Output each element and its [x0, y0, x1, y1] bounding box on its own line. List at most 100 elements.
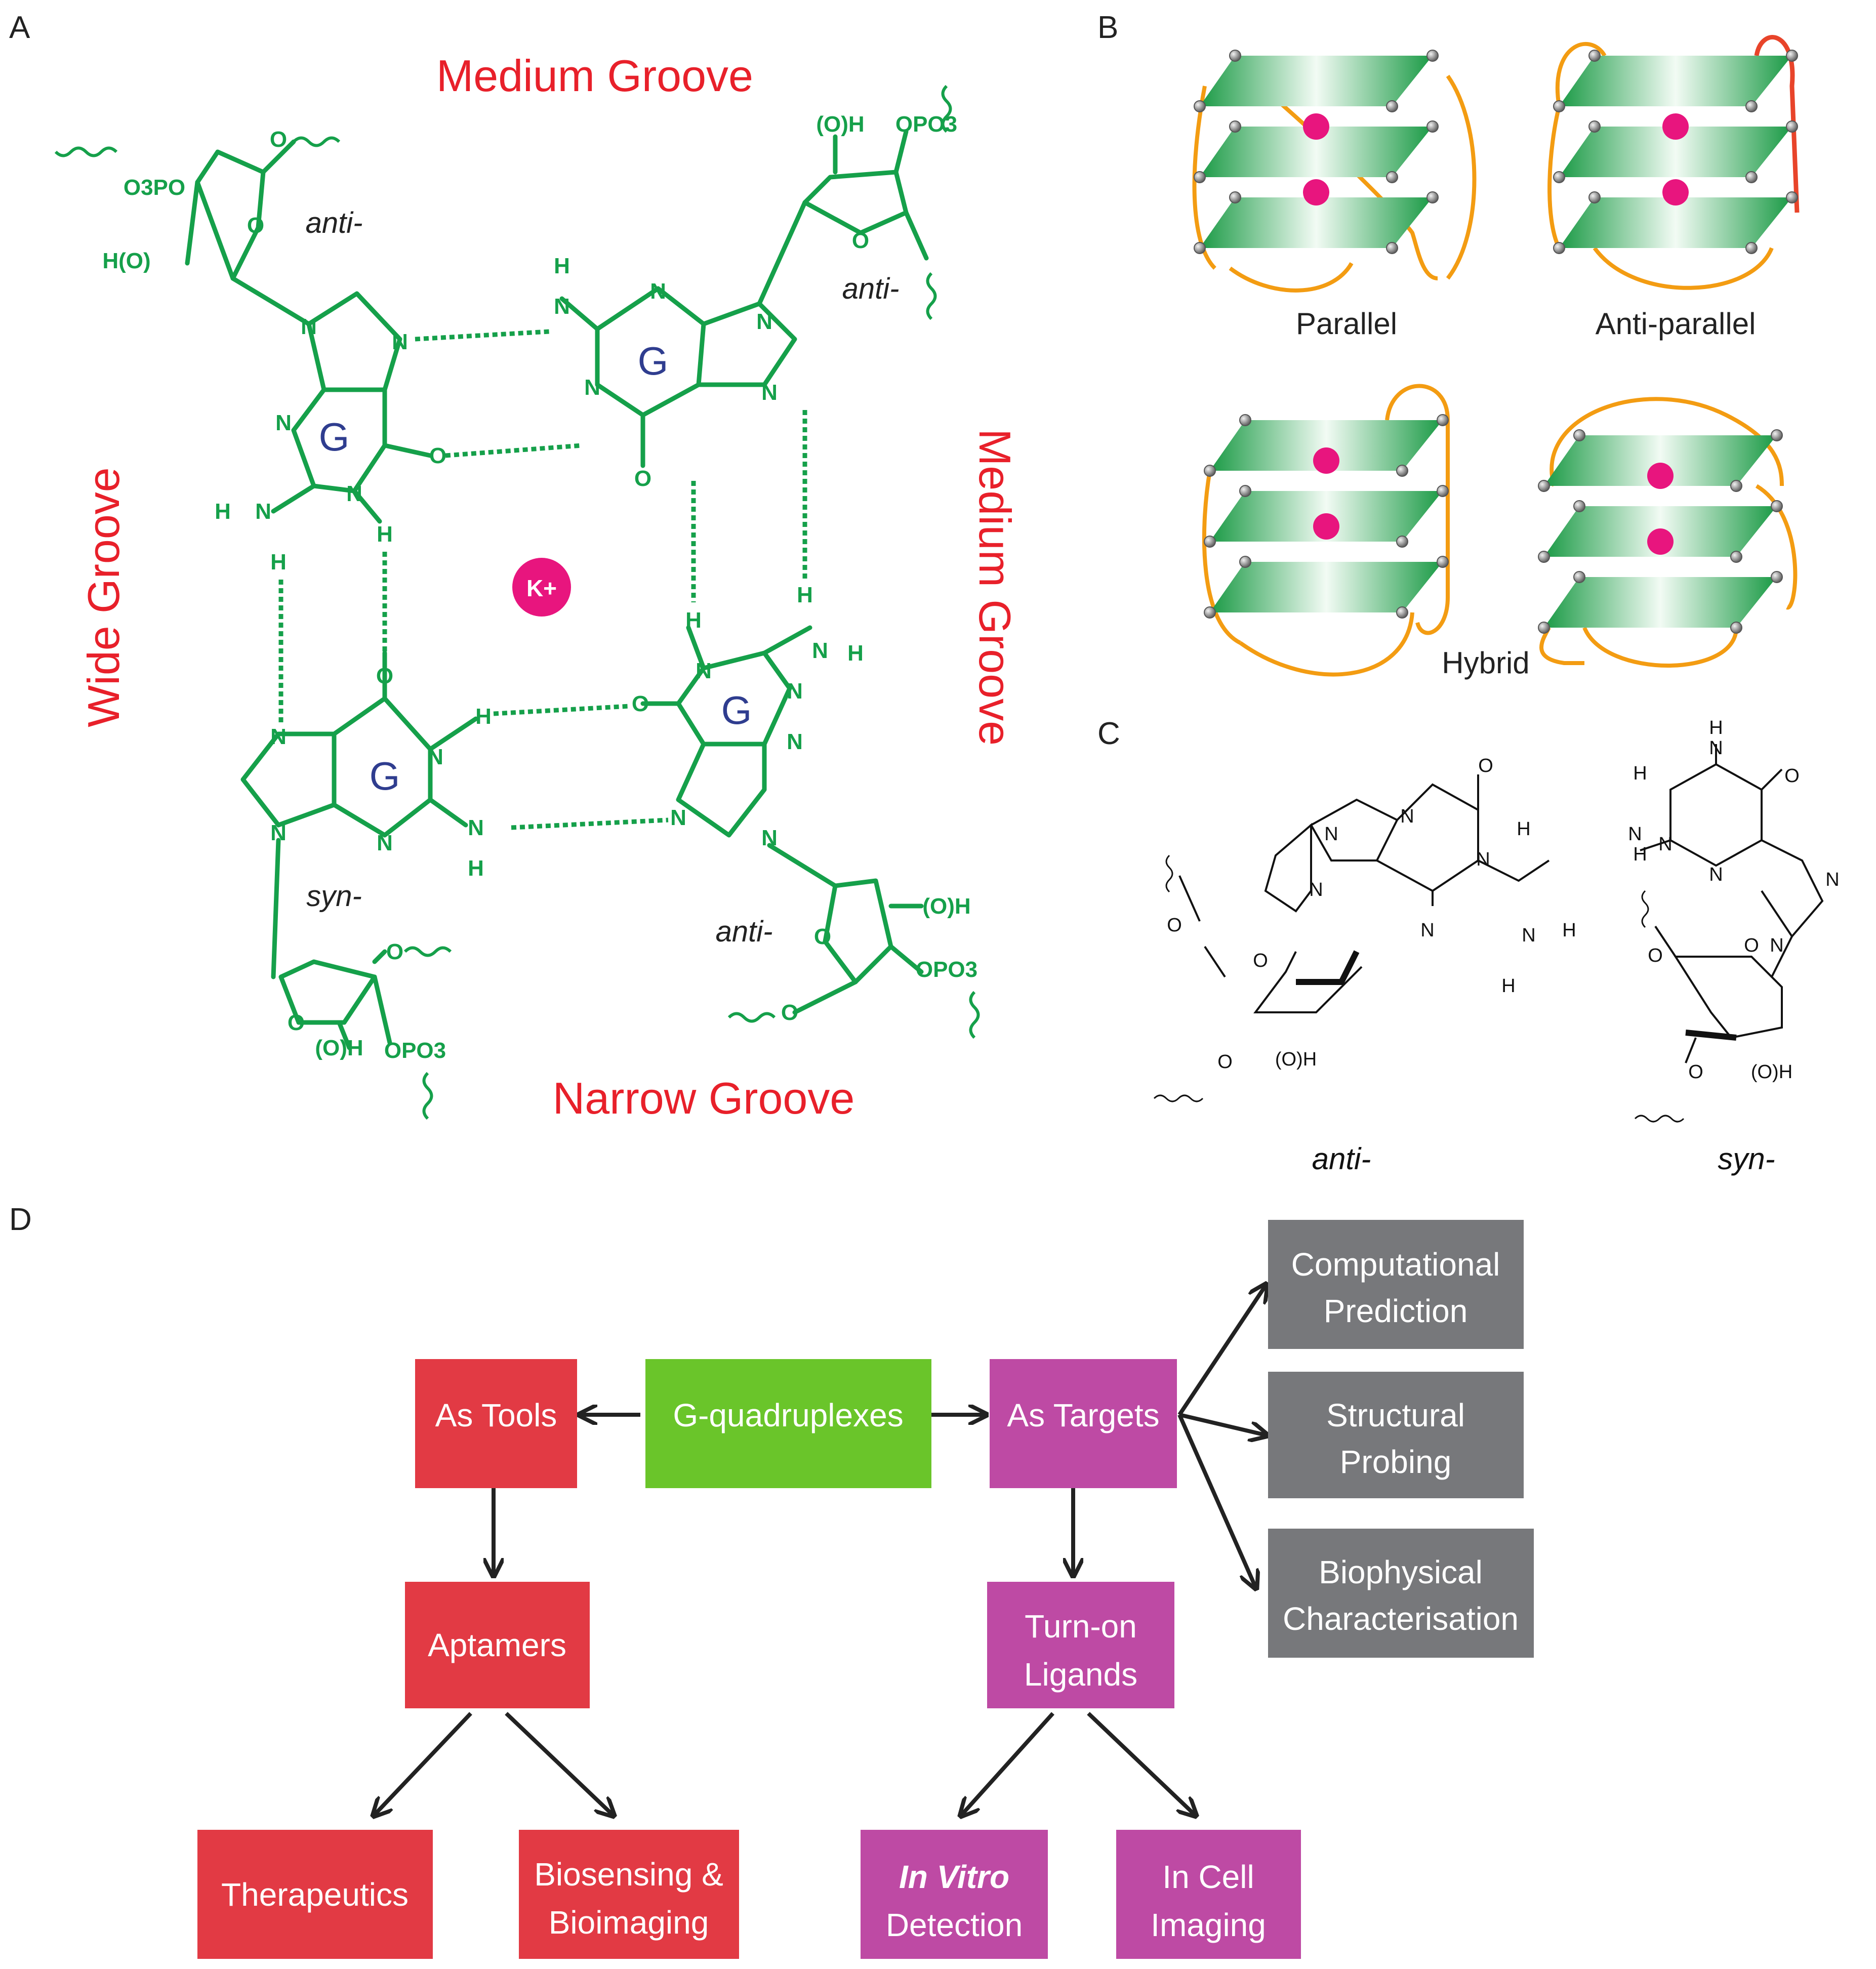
- atom-n: N: [346, 481, 362, 506]
- node-therapeutics-label: Therapeutics: [221, 1876, 409, 1913]
- base-letter-g2: G: [638, 339, 669, 383]
- atom-h: H: [554, 254, 570, 278]
- panel-b-topologies: Parallel Anti-parallel: [1192, 35, 1800, 680]
- atom-o: O: [634, 466, 651, 491]
- atom-o: O: [1648, 945, 1663, 966]
- atom-o: O: [288, 1010, 305, 1035]
- conformation-bottom-left: syn-: [306, 880, 362, 913]
- atom-h: H: [1501, 975, 1515, 997]
- node-computational-prediction: Computational Prediction: [1268, 1220, 1524, 1349]
- atom-n: N: [377, 831, 393, 855]
- atom-n: N: [1420, 920, 1434, 941]
- atom-o: O: [1744, 935, 1759, 956]
- panel-d-flowchart: G-quadruplexes As Tools As Targets Aptam…: [197, 1220, 1534, 1959]
- panel-label-d: D: [9, 1202, 32, 1237]
- node-biosensing: Biosensing & Bioimaging: [519, 1830, 739, 1959]
- atom-o: O: [1784, 765, 1800, 787]
- node-biophysical-label-2: Characterisation: [1283, 1601, 1519, 1637]
- node-aptamers: Aptamers: [405, 1582, 590, 1708]
- panel-c-anti-syn: N N N N N O H N H H O O O (O)H anti-: [1153, 717, 1840, 1176]
- atom-n: N: [392, 330, 408, 354]
- atom-h: H: [1517, 818, 1530, 840]
- atom-o: O: [1253, 950, 1268, 971]
- atom-n: N: [756, 309, 772, 334]
- panel-a-g-tetrad: Medium Groove Narrow Groove Wide Groove …: [54, 51, 1020, 1123]
- conformation-top-right: anti-: [842, 272, 900, 305]
- node-in-vitro-label-2: Detection: [886, 1907, 1023, 1943]
- atom-o: O: [632, 691, 649, 716]
- atom-n: N: [1658, 834, 1672, 855]
- node-biosensing-label-1: Biosensing &: [534, 1856, 723, 1893]
- atom-oh: (O)H: [315, 1036, 363, 1060]
- atom-o: O: [1478, 755, 1493, 776]
- topology-antiparallel: [1547, 35, 1800, 290]
- atom-oh: (O)H: [922, 894, 970, 919]
- label-parallel: Parallel: [1296, 307, 1397, 341]
- node-turn-on-ligands-label-1: Turn-on: [1025, 1608, 1137, 1645]
- potassium-ion: K+: [512, 558, 571, 617]
- atom-o: O: [1688, 1061, 1703, 1083]
- atom-n: N: [1628, 824, 1642, 845]
- node-biophysical-label-1: Biophysical: [1319, 1554, 1483, 1590]
- base-letter-g1: G: [319, 415, 350, 459]
- node-in-cell-label-2: Imaging: [1151, 1907, 1266, 1943]
- atom-o: O: [1167, 915, 1182, 936]
- node-in-vitro-detection: In Vitro Detection: [861, 1830, 1048, 1959]
- topology-hybrid-1: [1202, 384, 1450, 677]
- atom-n: N: [275, 411, 292, 435]
- atom-h: H: [215, 499, 231, 524]
- label-hybrid: Hybrid: [1442, 646, 1529, 680]
- atom-n: N: [812, 638, 828, 663]
- atom-n: N: [1476, 849, 1490, 870]
- potassium-ion-label: K+: [526, 575, 557, 601]
- atom-n: N: [1709, 737, 1723, 759]
- label-antiparallel: Anti-parallel: [1596, 307, 1756, 341]
- atom-opo3: OPO3: [916, 957, 977, 982]
- atom-o: O: [247, 213, 264, 238]
- base-letter-g3: G: [721, 688, 752, 732]
- flow-arrows: [375, 1286, 1266, 1815]
- topology-parallel: [1192, 50, 1477, 293]
- topology-hybrid-2: [1538, 397, 1798, 668]
- node-as-tools-label: As Tools: [435, 1397, 557, 1433]
- node-in-vitro-label-1: In Vitro: [899, 1859, 1009, 1895]
- atom-oh: (O)H: [816, 112, 864, 137]
- atom-o: O: [386, 939, 403, 964]
- guanine-top-left: G N N N N O N H H H O O O3PO H(O) anti-: [54, 127, 446, 575]
- atom-o: O: [1217, 1051, 1233, 1073]
- atom-o: O: [429, 443, 446, 468]
- atom-h: H: [1633, 844, 1647, 865]
- atom-o: O: [852, 228, 869, 253]
- node-as-tools: As Tools: [415, 1359, 577, 1488]
- guanine-lower-right: G N N N N N O N H H H (O)H OPO3 O O anti…: [632, 583, 980, 1039]
- guanine-lower-left: G N N N N O N H H O O (O)H OPO3 syn-: [240, 650, 492, 1120]
- atom-n: N: [761, 380, 778, 405]
- atom-n: N: [1770, 935, 1783, 956]
- atom-n: N: [427, 745, 443, 769]
- node-as-targets-label: As Targets: [1007, 1397, 1159, 1433]
- atom-n: N: [787, 729, 803, 754]
- atom-ho: H(O): [102, 249, 150, 273]
- guanine-top-right: G N N N N N H O (O)H OPO3 O anti-: [554, 85, 957, 491]
- node-structural-probing: Structural Probing: [1268, 1372, 1524, 1498]
- label-anti: anti-: [1312, 1142, 1371, 1176]
- groove-left-label: Wide Groove: [78, 467, 129, 727]
- atom-oh: (O)H: [1751, 1061, 1792, 1083]
- atom-h: H: [1633, 763, 1647, 784]
- atom-n: N: [584, 375, 600, 400]
- atom-n: N: [696, 659, 712, 683]
- atom-n: N: [1522, 925, 1535, 946]
- atom-h: H: [1562, 920, 1576, 941]
- conformation-bottom-right: anti-: [716, 915, 773, 948]
- atom-n: N: [650, 279, 666, 304]
- atom-n: N: [1400, 806, 1414, 827]
- node-computational-label-1: Computational: [1291, 1246, 1500, 1283]
- base-letter-g4: G: [370, 754, 400, 798]
- node-therapeutics: Therapeutics: [197, 1830, 433, 1959]
- node-in-cell-label-1: In Cell: [1162, 1859, 1254, 1895]
- node-as-targets: As Targets: [990, 1359, 1177, 1488]
- atom-n: N: [670, 805, 686, 830]
- node-biosensing-label-2: Bioimaging: [549, 1904, 709, 1941]
- atom-oh: (O)H: [1275, 1049, 1317, 1070]
- node-g-quadruplexes-label: G-quadruplexes: [673, 1397, 903, 1433]
